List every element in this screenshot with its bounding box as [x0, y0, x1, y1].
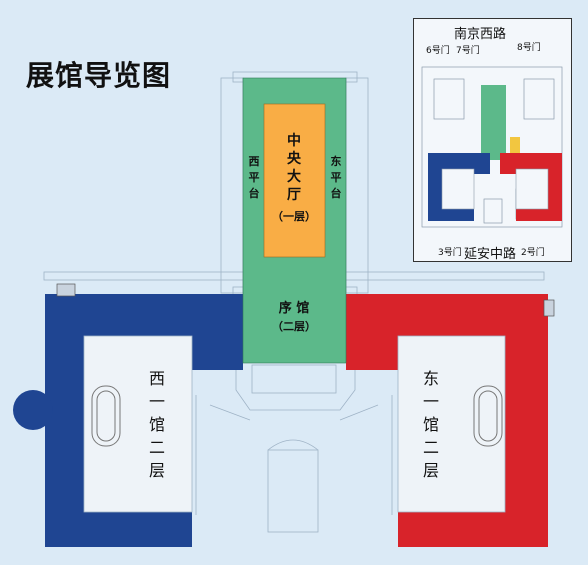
east-hall-1[interactable]: [346, 294, 555, 547]
central-hall-label-1: 中: [287, 132, 301, 149]
west-hall-1[interactable]: [13, 283, 243, 547]
west-platform-label-2: 平: [249, 171, 260, 184]
gate-3-label: 3号门: [438, 248, 462, 258]
east-courtyard: [397, 335, 506, 513]
east-hall-label-1: 东: [423, 369, 439, 388]
west-courtyard: [83, 335, 193, 513]
central-hall-floor: （一层）: [272, 210, 316, 223]
east-platform-label-2: 平: [331, 171, 342, 184]
east-platform-label-3: 台: [331, 186, 342, 200]
east-platform-label-1: 东: [331, 154, 342, 168]
inset-map: 南京西路 6号门 7号门 8号门 3号门 延安中路 2号门: [413, 18, 572, 262]
south-road-label: 延安中路: [464, 247, 517, 262]
east-hall-label-3: 馆: [423, 415, 439, 434]
west-pool: [91, 385, 121, 447]
prelude-hall-label: 序 馆: [279, 300, 310, 316]
gate-2-label: 2号门: [521, 248, 545, 258]
west-hall-label-1: 西: [149, 369, 165, 388]
central-hall-label-4: 厅: [287, 187, 301, 203]
west-hall-label-2: 一: [149, 392, 165, 411]
north-road-label: 南京西路: [454, 27, 507, 42]
central-hall-label-2: 央: [287, 150, 302, 167]
east-hall-label-5: 层: [423, 461, 439, 480]
east-pool: [473, 385, 503, 447]
west-hall-label-5: 层: [149, 461, 165, 480]
gate-6-label: 6号门: [426, 46, 450, 56]
gate-8-label: 8号门: [517, 43, 541, 53]
east-hall-label-4: 二: [423, 438, 439, 457]
map-title: 展馆导览图: [26, 59, 172, 92]
west-hall-label-4: 二: [149, 438, 165, 457]
prelude-hall-floor: （二层）: [272, 320, 316, 333]
central-hall-label-3: 大: [287, 168, 301, 185]
central-hall[interactable]: [263, 103, 326, 258]
inset-map-drawing: [421, 66, 563, 228]
west-hall-label-3: 馆: [149, 415, 165, 434]
west-platform-label-1: 西: [249, 155, 260, 168]
east-hall-label-2: 一: [423, 392, 439, 411]
gate-7-label: 7号门: [456, 46, 480, 56]
west-platform-label-3: 台: [249, 186, 260, 200]
